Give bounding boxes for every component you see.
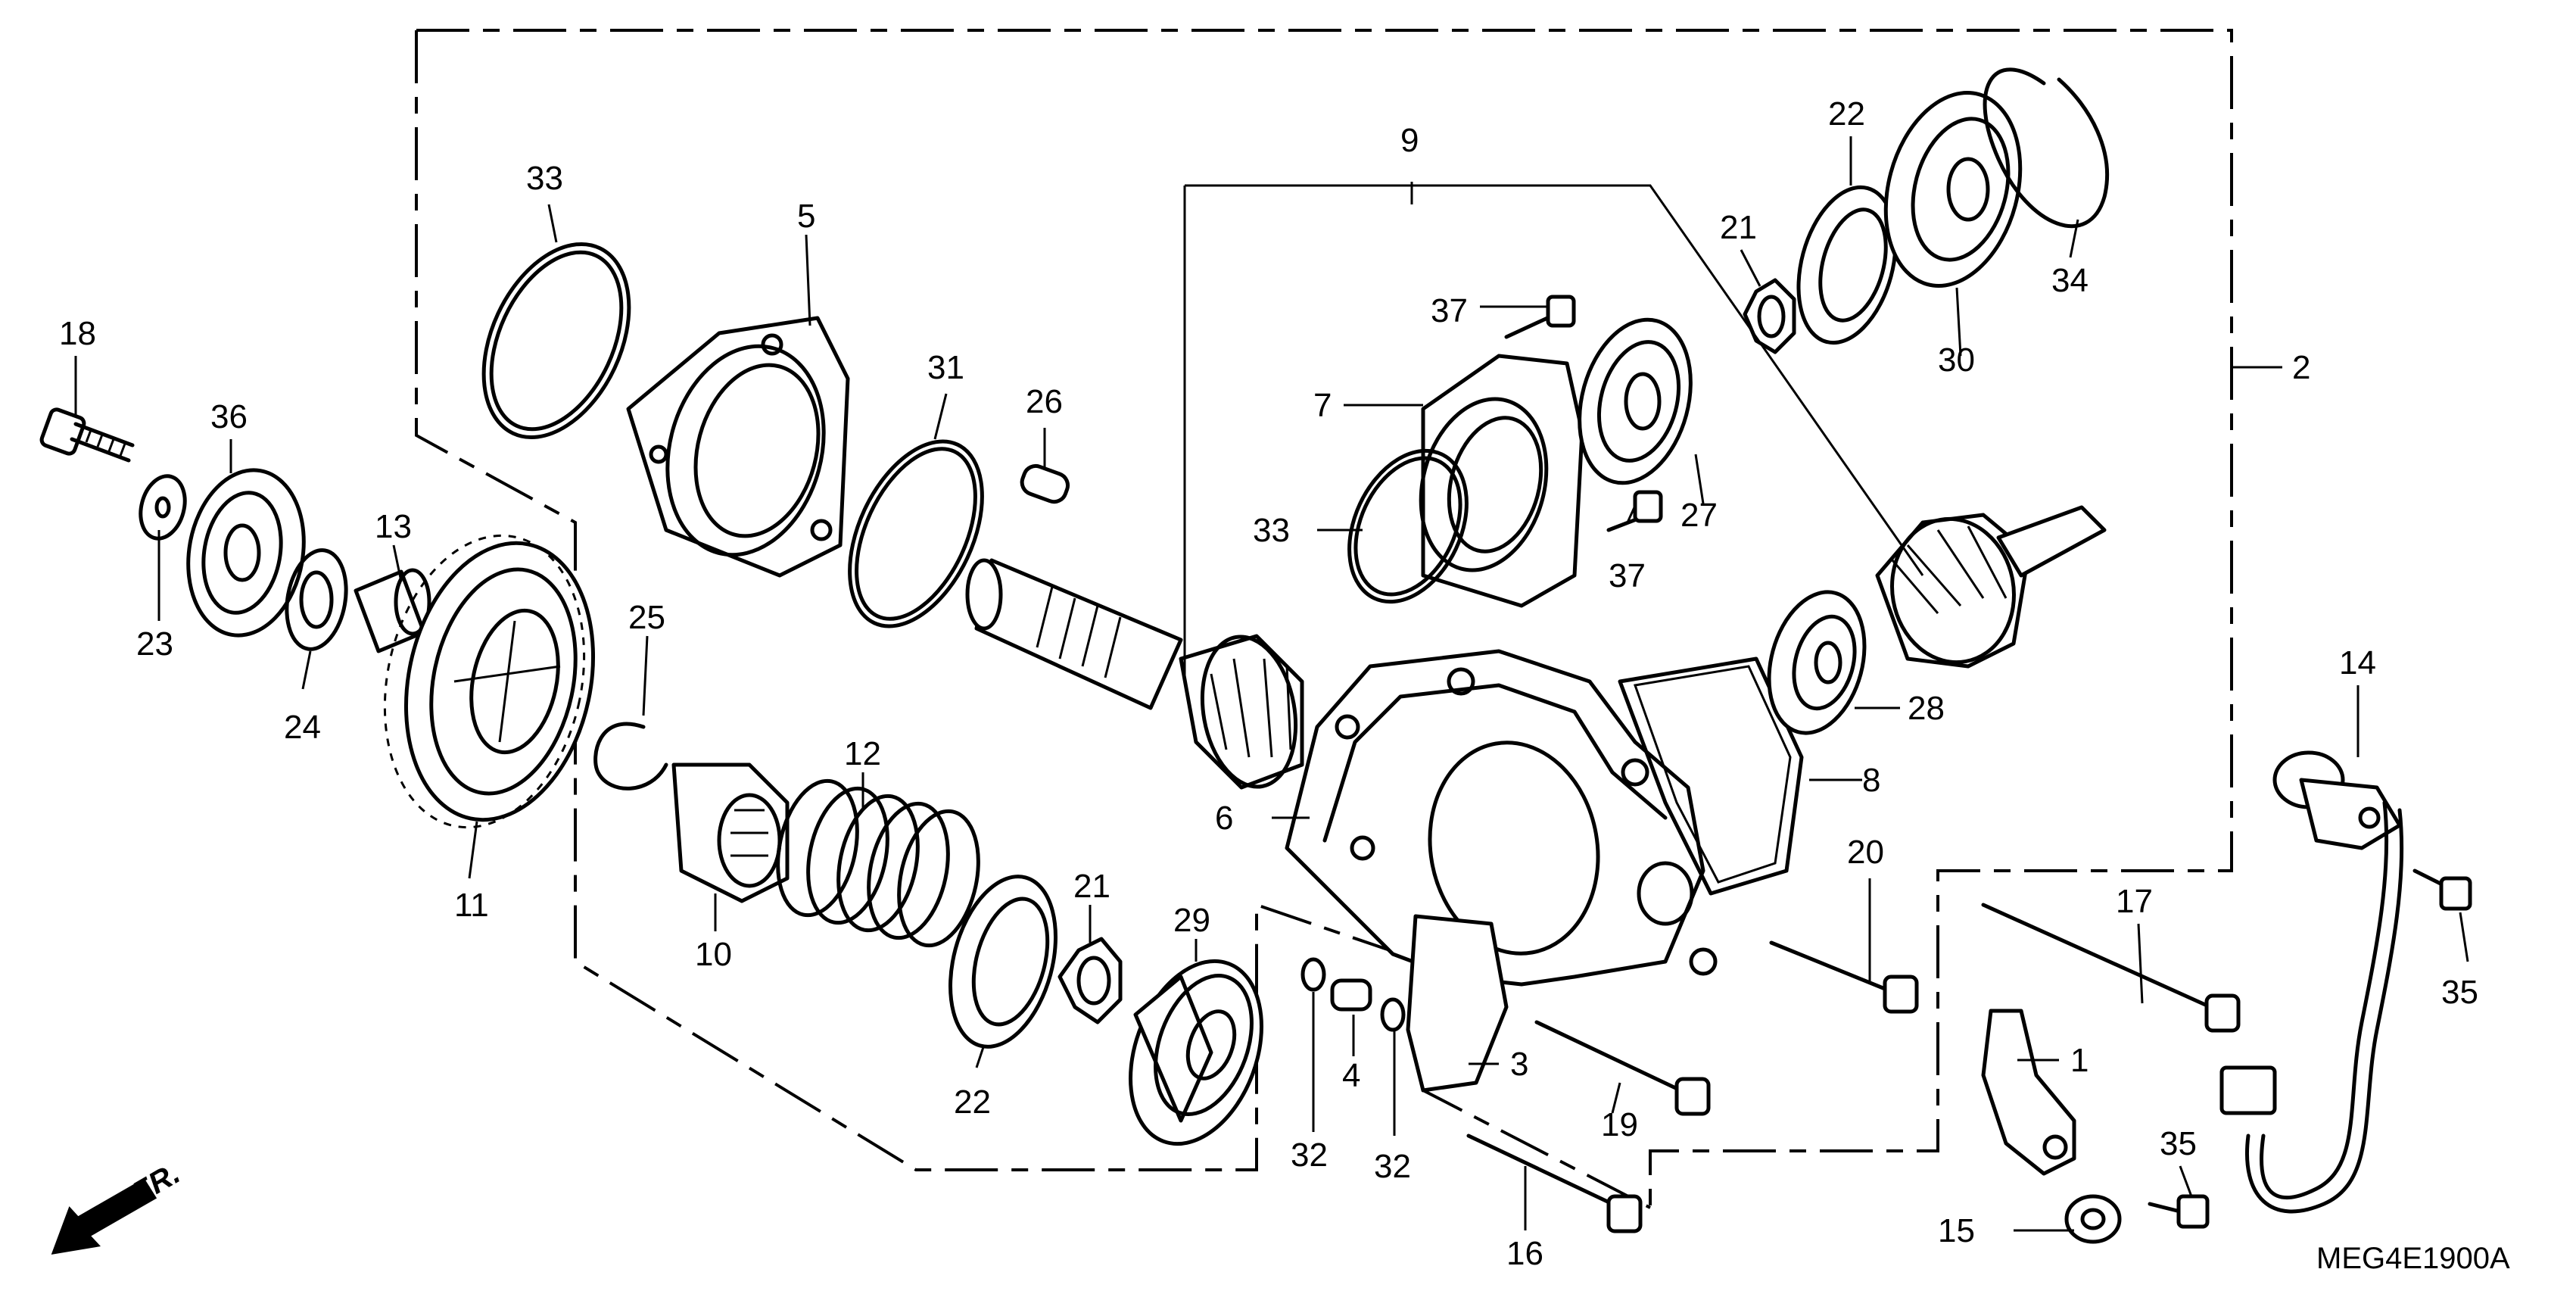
part-8-gasket	[1618, 656, 1804, 896]
callout-4: 4	[1342, 1057, 1360, 1094]
callout-19: 19	[1601, 1106, 1638, 1143]
front-direction-arrow: FR.	[51, 1156, 185, 1255]
callout-33-right: 33	[1253, 512, 1290, 549]
part-29-bearing	[1129, 959, 1263, 1146]
part-6-final-gear-case	[1285, 649, 1718, 1093]
callout-6: 6	[1215, 800, 1233, 837]
part-13-collar	[354, 568, 431, 653]
part-23-washer	[139, 474, 187, 541]
part-26-dowel-pin	[1020, 463, 1070, 504]
callout-21-upper: 21	[1720, 209, 1757, 246]
callout-33-left: 33	[526, 160, 563, 197]
part-30-bearing	[1883, 91, 2023, 288]
part-37-bolt-upper	[1504, 295, 1576, 339]
part-22-shim-lower	[948, 875, 1057, 1049]
part-32-o-ring-right	[1380, 997, 1406, 1032]
callout-2: 2	[2292, 349, 2310, 386]
part-35-bolt-upper	[2412, 868, 2472, 911]
callout-21-lower: 21	[1073, 868, 1110, 905]
callout-9: 9	[1400, 122, 1419, 159]
callout-24: 24	[284, 709, 321, 746]
part-12-damper-spring	[776, 778, 980, 948]
callout-31: 31	[927, 349, 964, 386]
callout-8: 8	[1862, 762, 1880, 799]
callout-36: 36	[210, 398, 248, 435]
callout-1: 1	[2070, 1042, 2089, 1079]
callout-32-left: 32	[1291, 1137, 1328, 1174]
callout-25: 25	[628, 599, 665, 636]
callout-15: 15	[1938, 1212, 1975, 1249]
callout-3: 3	[1510, 1046, 1528, 1083]
part-18-flange-bolt	[39, 407, 135, 463]
part-drive-pinion-shaft	[965, 558, 1304, 790]
callout-23: 23	[136, 625, 173, 663]
part-27-bearing	[1578, 317, 1693, 485]
callout-labels: 1 2 3 4 5 6 7 8 9 10 11 12 13 14 15 16 1…	[59, 95, 2478, 1272]
callout-22-lower: 22	[954, 1084, 991, 1121]
callout-11: 11	[454, 887, 489, 924]
part-31-o-ring	[848, 439, 984, 628]
callout-34: 34	[2051, 262, 2089, 299]
part-7-bearing-holder	[1419, 354, 1584, 608]
callout-16: 16	[1506, 1235, 1543, 1272]
part-35-bolt-lower	[2148, 1194, 2210, 1229]
part-33-o-ring-right	[1347, 448, 1469, 604]
part-16-bolt	[1466, 1134, 1643, 1233]
callout-37-upper: 37	[1431, 292, 1468, 329]
callout-17: 17	[2116, 883, 2153, 920]
callout-18: 18	[59, 315, 96, 352]
part-17-stud-bolt	[1981, 903, 2241, 1033]
callout-leaders	[74, 136, 2469, 1232]
part-32-o-ring-left	[1300, 957, 1326, 992]
callout-14: 14	[2339, 644, 2376, 681]
part-10-damper-cam	[671, 762, 790, 903]
part-1-bracket	[1981, 1009, 2076, 1176]
part-20-bolt	[1769, 940, 1919, 1014]
callout-20: 20	[1847, 834, 1884, 871]
part-34-circlip	[1983, 67, 2109, 229]
part-25-circlip	[593, 722, 668, 791]
part-9-ring-gear	[1875, 505, 2107, 669]
part-36-bearing	[186, 468, 306, 638]
callout-27: 27	[1680, 497, 1718, 534]
callout-32-right: 32	[1374, 1148, 1411, 1185]
part-11-driven-gear	[383, 534, 596, 829]
callout-30: 30	[1938, 341, 1975, 379]
callout-29: 29	[1173, 902, 1210, 939]
callout-26: 26	[1026, 383, 1063, 420]
part-22-shim-upper	[1796, 185, 1898, 345]
part-24-thrust-washer	[285, 548, 348, 651]
part-33-o-ring-left	[481, 242, 631, 440]
callout-28: 28	[1908, 690, 1945, 727]
callout-37-lower: 37	[1609, 557, 1646, 594]
part-21-lock-nut-upper	[1743, 278, 1796, 354]
part-19-bolt	[1534, 1020, 1711, 1116]
callout-35-lower: 35	[2160, 1125, 2197, 1162]
callout-10: 10	[695, 936, 732, 973]
diagram-code: MEG4E1900A	[2316, 1242, 2510, 1275]
callout-7: 7	[1313, 387, 1332, 424]
part-14-speed-sensor	[2219, 750, 2404, 1214]
callout-5: 5	[797, 198, 815, 235]
part-37-bolt-lower	[1606, 490, 1663, 532]
part-5-bearing-holder	[626, 316, 850, 578]
part-4-collar	[1330, 978, 1372, 1012]
part-21-lock-nut-lower	[1057, 937, 1123, 1024]
part-15-grommet	[2064, 1194, 2122, 1244]
callout-35-upper: 35	[2441, 974, 2478, 1011]
callout-12: 12	[844, 735, 881, 772]
callout-13: 13	[375, 508, 412, 545]
callout-22-upper: 22	[1828, 95, 1865, 133]
part-28-bearing	[1767, 590, 1867, 735]
